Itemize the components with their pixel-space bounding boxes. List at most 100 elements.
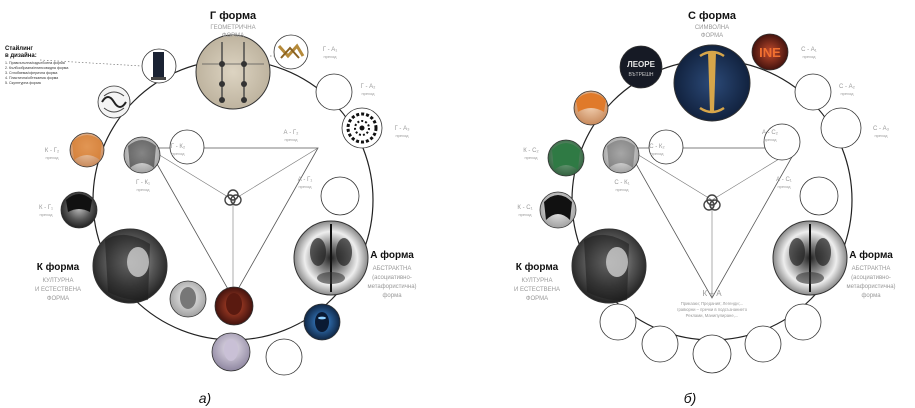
tri-spoke <box>233 148 318 200</box>
transition-label: С - А₂ <box>839 84 856 90</box>
empty-circle <box>600 304 636 340</box>
transition-sub: преход <box>841 91 855 96</box>
transition-sub: преход <box>875 133 889 138</box>
a-form-title: А форма <box>370 249 414 261</box>
a-form-line: (асоциативно- <box>372 275 412 281</box>
k-form-line: ФОРМА <box>526 296 548 302</box>
portrait-dark-hair <box>540 192 576 228</box>
transition-label: К - С₁ <box>517 205 532 211</box>
empty-circle <box>642 326 678 362</box>
transition-label: А - С₂ <box>762 130 779 136</box>
transition-sub: преход <box>525 155 539 160</box>
legend-heading: в дизайна: <box>5 52 37 59</box>
ine-logo-text: INE <box>759 45 781 60</box>
transition-label: С - К₂ <box>649 144 665 150</box>
a-form-line: АБСТРАКТНА <box>373 266 412 272</box>
portrait-red-armor <box>215 287 253 325</box>
transition-label: С - А₁ <box>801 47 817 53</box>
transition-sub: преход <box>803 54 817 59</box>
empty-circle <box>693 335 731 373</box>
legend-item: 4. Пластична/обтекаема форма <box>5 76 58 80</box>
s-form-sub1: СИМВОЛНА <box>695 25 729 31</box>
portrait-sketch <box>124 137 160 173</box>
a-form-line: метафористична) <box>367 284 416 290</box>
device-image <box>142 49 176 83</box>
k-form-title: К форма <box>516 261 559 273</box>
empty-circle <box>745 326 781 362</box>
a-form-line: форма <box>861 293 881 299</box>
portrait-orange-girl <box>574 91 608 125</box>
portrait-pale <box>212 333 250 371</box>
transition-sub: преход <box>778 184 792 189</box>
panel-caption: а) <box>199 390 211 406</box>
transition-sub: преход <box>362 91 376 96</box>
ka-line: гравюрни – пречки в подсъзнанието <box>677 307 748 312</box>
portrait-orange <box>70 133 104 167</box>
legend-item: 5. Скулптурна форма <box>5 81 41 85</box>
panel-b: С форма СИМВОЛНА ФОРМА ЛЕОРЕ ВЪТРЕШН INE… <box>514 10 896 406</box>
portrait-sketch <box>603 137 639 173</box>
transition-label: Г - А₂ <box>361 84 377 90</box>
a-form-line: метафористична) <box>846 284 895 290</box>
a-form-line: (асоциативно- <box>851 275 891 281</box>
transition-sub: преход <box>324 54 338 59</box>
a-form-image <box>294 221 368 295</box>
transition-sub: преход <box>285 137 299 142</box>
legend-item: 1. Правоъгълна/издълбоена форма <box>5 61 65 65</box>
a-form-line: форма <box>382 293 402 299</box>
transition-sub: преход <box>764 137 778 142</box>
k-form-line: ФОРМА <box>47 296 69 302</box>
a-form-image <box>773 221 847 295</box>
leoph-logo-text2: ВЪТРЕШН <box>629 72 654 78</box>
empty-circle <box>821 108 861 148</box>
empty-circle <box>321 177 359 215</box>
transition-label: С - К₁ <box>614 180 629 186</box>
empty-circle <box>266 339 302 375</box>
s-form-image <box>674 45 750 121</box>
empty-circle <box>795 74 831 110</box>
lace-image <box>342 108 382 148</box>
transition-label: К - Г₂ <box>45 148 60 154</box>
transition-label: К - С₂ <box>523 148 539 154</box>
ka-line: Приказки; Предания; Легенди;... <box>681 301 744 306</box>
transition-sub: преход <box>299 184 313 189</box>
transition-sub: преход <box>651 151 665 156</box>
transition-sub: преход <box>137 187 151 192</box>
portrait-armor <box>170 281 206 317</box>
portrait-green <box>548 140 584 176</box>
transition-label: К - Г₁ <box>39 205 53 211</box>
transition-label: А - Г₂ <box>284 130 300 136</box>
panel-caption: б) <box>684 390 697 406</box>
k-form-image <box>93 229 167 303</box>
legend-item: 2. Кълбообразна/елипсовидна форма <box>5 66 68 70</box>
g-form-image <box>196 35 270 109</box>
transition-sub: преход <box>46 155 60 160</box>
leoph-logo-text: ЛЕОРЕ <box>627 60 656 69</box>
transition-label: С - А₃ <box>873 126 890 132</box>
transition-label: А - С₁ <box>776 177 792 183</box>
g-form-sub1: ГЕОМЕТРИЧНА <box>210 25 255 31</box>
transition-label: Г - А₃ <box>394 126 410 132</box>
s-form-sub2: ФОРМА <box>701 33 723 39</box>
transition-label: Г - А₁ <box>323 47 338 53</box>
legend-heading: Стайлинг <box>5 45 33 52</box>
dotted-connectors <box>40 56 304 323</box>
ornament-image <box>98 86 130 118</box>
s-form-title: С форма <box>688 10 737 22</box>
empty-circle <box>316 74 352 110</box>
a-form-title: А форма <box>849 249 893 261</box>
k-form-line: КУЛТУРНА <box>522 278 553 284</box>
k-form-image <box>572 229 646 303</box>
ka-title: К + А <box>702 289 722 298</box>
empty-circle <box>800 177 838 215</box>
portrait-blue <box>304 304 340 340</box>
g-form-title: Г форма <box>210 10 257 22</box>
legend-item: 3. Сглобяема/сферична форма <box>5 71 57 75</box>
k-form-title: К форма <box>37 261 80 273</box>
ine-logo-image: INE <box>752 34 788 70</box>
k-form-line: И ЕСТЕСТВЕНА <box>514 287 560 293</box>
ka-line: Реклами, Манипулиране,... <box>686 313 739 318</box>
empty-circle <box>785 304 821 340</box>
g-form-sub2: ФОРМА <box>222 33 244 39</box>
transition-sub: преход <box>172 151 186 156</box>
